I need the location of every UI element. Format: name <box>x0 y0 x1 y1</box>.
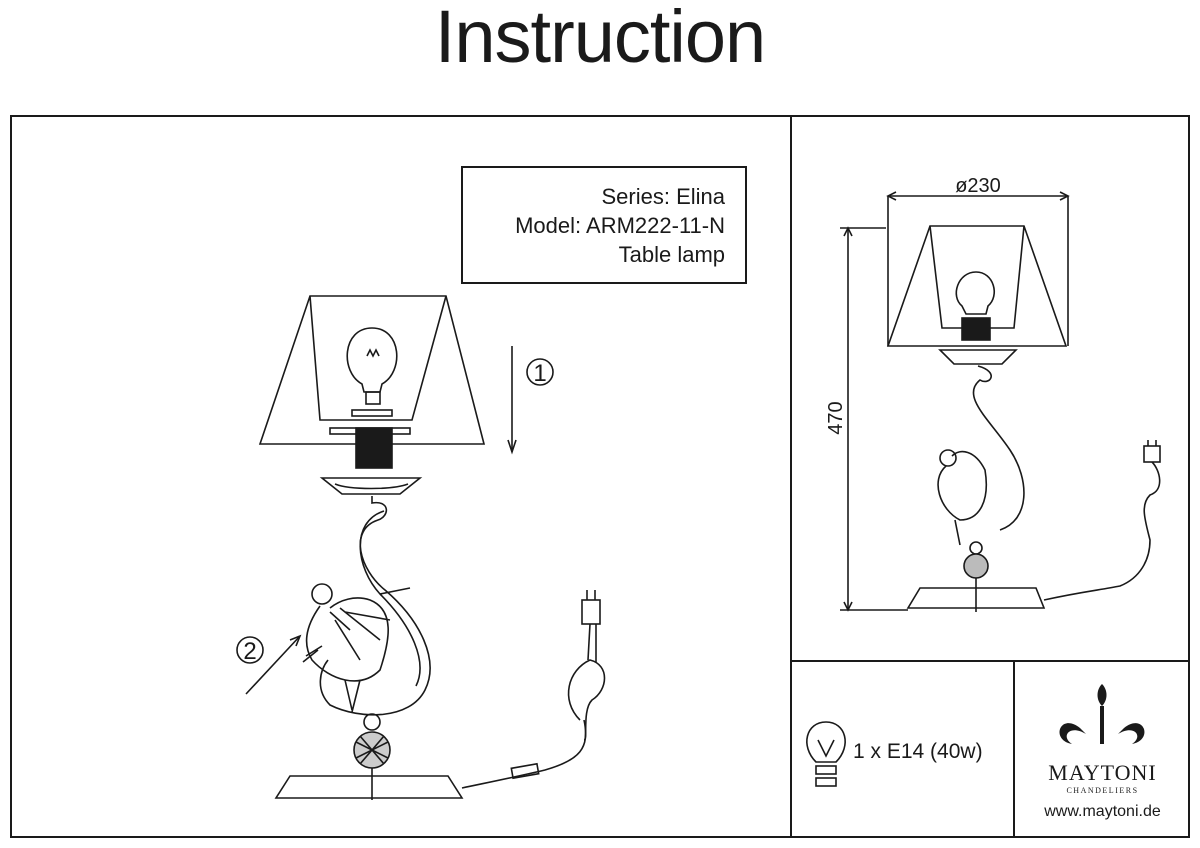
model-label: Model: ARM222-11-N <box>515 213 725 238</box>
lamp-arm <box>319 496 431 716</box>
brand-url[interactable]: www.maytoni.de <box>1044 803 1161 820</box>
series-label: Series: Elina <box>601 184 725 209</box>
socket-ring <box>329 427 411 435</box>
step-1-label: 1 <box>533 360 546 387</box>
product-info-box: Series: Elina Model: ARM222-11-N Table l… <box>461 166 747 284</box>
screw-icon <box>302 645 323 663</box>
lamp-shade <box>258 295 486 445</box>
step-1-arrow <box>507 346 554 455</box>
brand-subtitle: CHANDELIERS <box>1066 786 1139 795</box>
bulb-spec-text: 1 x E14 (40w) <box>853 740 983 763</box>
page-title: Instruction <box>434 0 766 78</box>
brand-name: MAYTONI <box>1048 760 1157 785</box>
elevation-drawing <box>840 191 1161 612</box>
panel-divider-vertical <box>790 115 792 838</box>
ball-joint <box>363 713 381 731</box>
bulb-icon <box>346 327 398 417</box>
footer-divider <box>1013 660 1015 838</box>
ballerina-figure <box>305 583 411 713</box>
brand-logo-icon <box>1059 684 1145 744</box>
drawing-frame <box>10 115 1190 838</box>
step-2-arrow <box>236 634 302 695</box>
diameter-label: ø230 <box>955 175 1001 197</box>
type-label: Table lamp <box>618 242 725 267</box>
step-2-label: 2 <box>243 638 256 665</box>
lamp-base <box>274 775 464 799</box>
bobeche <box>319 477 423 495</box>
power-cord <box>461 590 606 789</box>
panel-divider-horizontal <box>790 660 1190 662</box>
plug-icon <box>581 599 601 625</box>
height-label: 470 <box>825 401 847 434</box>
bulb-spec-icon <box>806 721 846 787</box>
